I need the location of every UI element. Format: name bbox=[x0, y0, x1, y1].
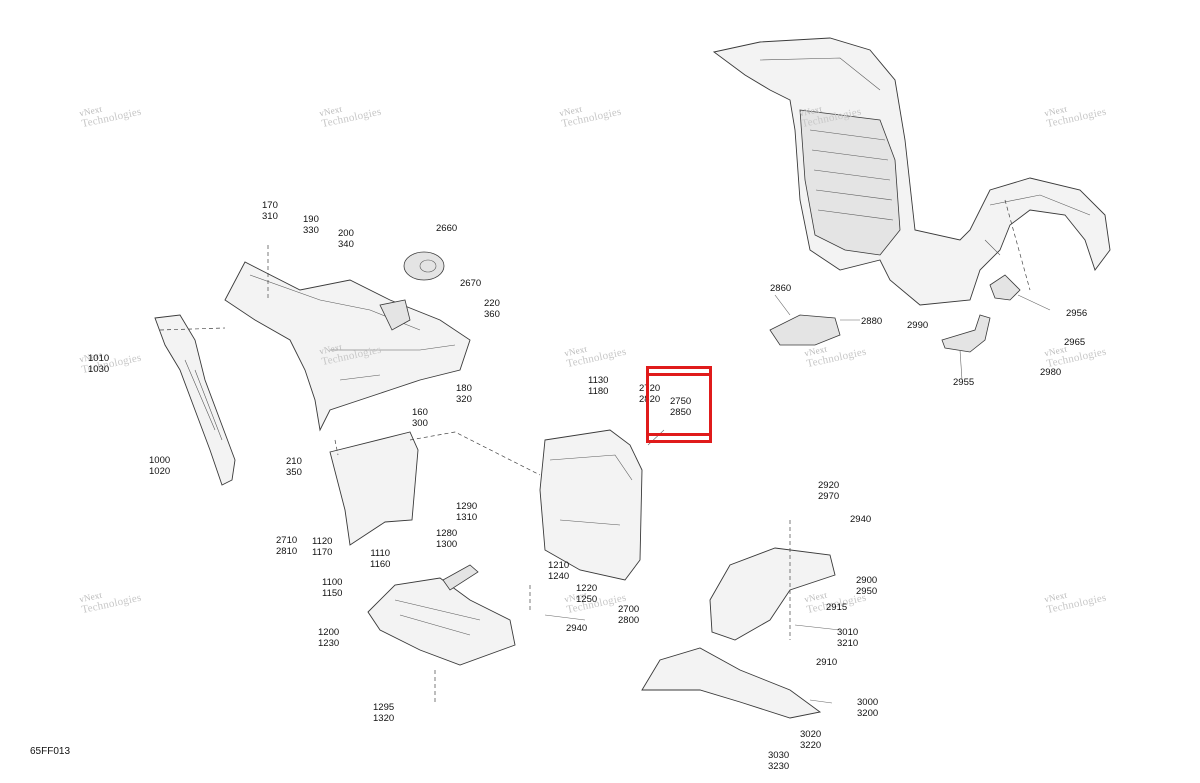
callout-2860[interactable]: 2860 bbox=[770, 283, 792, 294]
callout-2940-a[interactable]: 2940 bbox=[566, 623, 588, 634]
callout-2980[interactable]: 2980 bbox=[1040, 367, 1062, 378]
front-body-assembly bbox=[712, 37, 1111, 306]
callout-2660[interactable]: 2660 bbox=[436, 223, 458, 234]
callout-2670[interactable]: 2670 bbox=[460, 278, 482, 289]
callout-2915[interactable]: 2915 bbox=[826, 602, 848, 613]
callout-2956[interactable]: 2956 bbox=[1066, 308, 1088, 319]
gauge-2660 bbox=[403, 251, 445, 281]
dash-panel-160 bbox=[224, 261, 471, 432]
figure-code: 65FF013 bbox=[30, 746, 71, 757]
fender-3000 bbox=[641, 647, 822, 719]
side-panel-1000 bbox=[154, 314, 236, 486]
part-2860 bbox=[769, 314, 841, 346]
callout-2910[interactable]: 2910 bbox=[816, 657, 838, 668]
inner-fender-2900 bbox=[709, 547, 836, 641]
highlight-top-bar bbox=[649, 373, 709, 376]
callout-2965[interactable]: 2965 bbox=[1064, 337, 1086, 348]
highlight-bottom-bar bbox=[649, 433, 709, 436]
highlighted-callout-box[interactable] bbox=[646, 366, 712, 443]
panel-2700 bbox=[539, 429, 643, 581]
callout-2955[interactable]: 2955 bbox=[953, 377, 975, 388]
center-panel-1100 bbox=[329, 431, 419, 546]
callout-2940-b[interactable]: 2940 bbox=[850, 514, 872, 525]
part-2955 bbox=[941, 314, 991, 353]
footrest-1280 bbox=[442, 564, 479, 591]
floor-pan-1200 bbox=[367, 577, 516, 666]
callout-2880[interactable]: 2880 bbox=[861, 316, 883, 327]
part-2956 bbox=[989, 274, 1021, 301]
callout-2990[interactable]: 2990 bbox=[907, 320, 929, 331]
